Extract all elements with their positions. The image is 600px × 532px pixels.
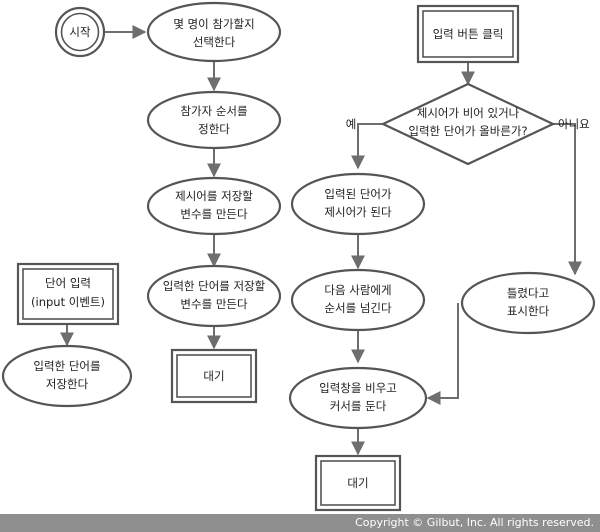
wait-right-node: 대기: [314, 454, 402, 512]
make-word-var-line-1: 입력한 단어를 저장할: [163, 279, 266, 293]
word-input-event-node: 단어 입력 (input 이벤트): [16, 262, 120, 326]
no-label: 아니요: [558, 117, 590, 131]
order-line-2: 정한다: [198, 122, 230, 136]
word-input-event-line-2: (input 이벤트): [31, 295, 105, 309]
edge-decision-yes: [351, 123, 383, 170]
pass-turn-node: 다음 사람에게 순서를 넘긴다: [290, 268, 426, 332]
pass-turn-line-1: 다음 사람에게: [324, 283, 391, 297]
clear-input-line-1: 입력창을 비우고: [319, 381, 397, 395]
order-node: 참가자 순서를 정한다: [146, 90, 282, 150]
decision-line-2: 입력한 단어가 올바른가?: [408, 124, 527, 138]
pass-turn-line-2: 순서를 넘긴다: [324, 301, 392, 315]
make-prompt-var-node: 제시어를 저장할 변수를 만든다: [146, 176, 282, 236]
choose-count-node: 몇 명이 참가할지 선택한다: [146, 1, 282, 63]
edge-decision-no: [553, 123, 582, 276]
yes-label: 예: [346, 117, 357, 131]
clear-input-node: 입력창을 비우고 커서를 둔다: [288, 366, 428, 430]
becomes-prompt-line-1: 입력된 단어가: [324, 187, 392, 201]
click-event-node: 입력 버튼 클릭: [416, 4, 520, 64]
order-line-1: 참가자 순서를: [180, 104, 247, 118]
make-word-var-node: 입력한 단어를 저장할 변수를 만든다: [146, 264, 282, 328]
decision-node: 제시어가 비어 있거나 입력한 단어가 올바른가?: [380, 82, 556, 166]
clear-input-line-2: 커서를 둔다: [330, 399, 387, 413]
choose-count-line-2: 선택한다: [193, 35, 236, 49]
start-node: 시작: [54, 6, 106, 58]
start-label: 시작: [69, 25, 91, 39]
wait-right-label: 대기: [347, 476, 368, 490]
wait-left-node: 대기: [170, 348, 258, 404]
copyright-bar: Copyright © Gilbut, Inc. All rights rese…: [0, 514, 600, 532]
edge-wrong-to-clear: [426, 303, 459, 405]
choose-count-line-1: 몇 명이 참가할지: [173, 17, 254, 31]
show-wrong-node: 틀렸다고 표시한다: [460, 271, 596, 335]
decision-line-1: 제시어가 비어 있거나: [417, 106, 520, 120]
becomes-prompt-line-2: 제시어가 된다: [324, 205, 392, 219]
store-word-node: 입력한 단어를 저장한다: [1, 344, 133, 408]
show-wrong-line-1: 틀렸다고: [507, 286, 549, 300]
make-prompt-var-line-1: 제시어를 저장할: [175, 189, 253, 203]
wait-left-label: 대기: [203, 369, 224, 383]
copyright-text: Copyright © Gilbut, Inc. All rights rese…: [355, 516, 594, 529]
store-word-line-1: 입력한 단어를: [33, 359, 100, 373]
connectors: [60, 25, 582, 456]
show-wrong-line-2: 표시한다: [507, 304, 550, 318]
word-input-event-line-1: 단어 입력: [45, 276, 91, 290]
click-event-label: 입력 버튼 클릭: [433, 27, 504, 41]
store-word-line-2: 저장한다: [46, 377, 89, 391]
make-prompt-var-line-2: 변수를 만든다: [180, 207, 248, 221]
make-word-var-line-2: 변수를 만든다: [180, 297, 248, 311]
becomes-prompt-node: 입력된 단어가 제시어가 된다: [290, 172, 426, 236]
